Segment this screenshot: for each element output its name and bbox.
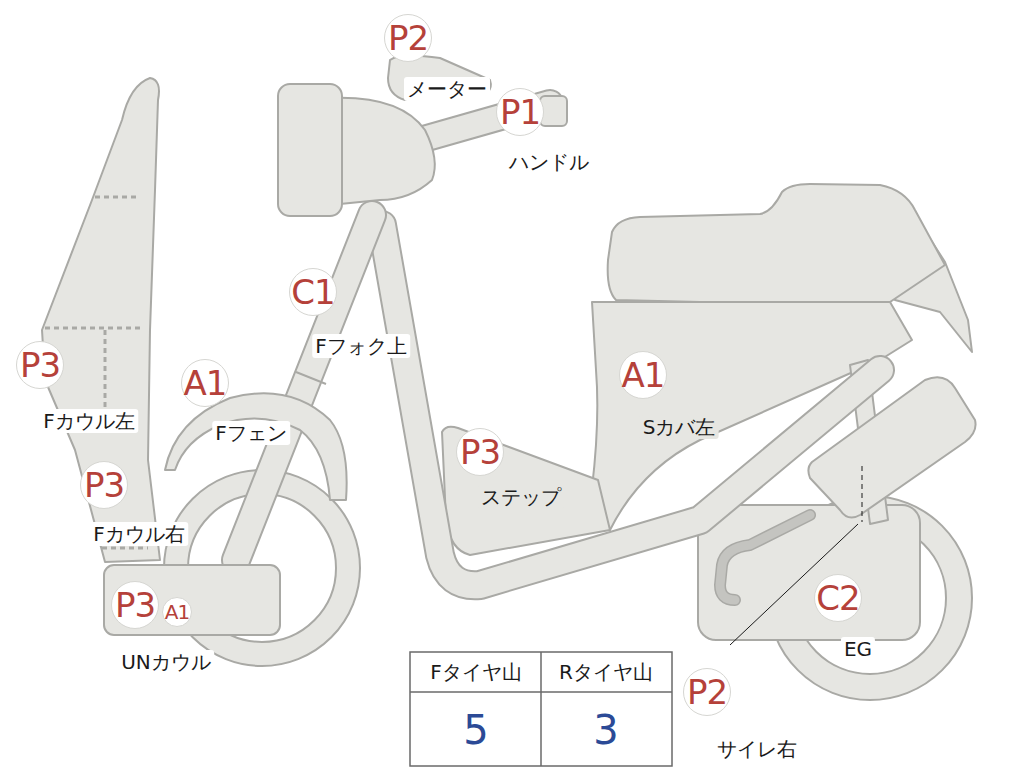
part-label: Fカウル右: [90, 522, 188, 546]
callout-code: P3: [20, 348, 60, 382]
callout-circle: P3Fカウル左: [16, 341, 64, 389]
callout-circle: P2サイレ右: [683, 668, 731, 716]
callout-code: P3: [115, 588, 155, 622]
callout-circle: A1Fフェン: [181, 359, 229, 407]
callout-code: P1: [500, 95, 540, 129]
callout-circle: A1: [162, 597, 192, 627]
callout-circle: P3ステップ: [456, 428, 504, 476]
part-label: サイレ右: [714, 737, 800, 761]
table-value: 5: [463, 706, 488, 754]
callout-circle: C2EG: [814, 574, 862, 622]
callout-code: A1: [184, 366, 227, 400]
callout-circle: C1Fフォク上: [289, 268, 337, 316]
part-label: UNカウル: [118, 650, 214, 674]
callout-code: P3: [84, 468, 124, 502]
callout-code: A1: [165, 602, 189, 622]
callout-code: C1: [291, 275, 334, 309]
callout-circle: P1ハンドル: [496, 88, 544, 136]
callout-code: P3: [460, 435, 500, 469]
part-label: ステップ: [478, 485, 564, 509]
callout-circle: P3UNカウル: [111, 581, 159, 629]
part-label: ハンドル: [506, 150, 592, 174]
callout-code: A1: [622, 358, 665, 392]
part-label: メーター: [404, 77, 490, 101]
table-value: 3: [593, 706, 618, 754]
table-header: Fタイヤ山: [430, 660, 522, 684]
part-label: Fカウル左: [40, 409, 138, 433]
callout-circle: P3Fカウル右: [80, 461, 128, 509]
callout-code: P2: [687, 675, 727, 709]
part-label: Fフェン: [212, 421, 290, 445]
callout-circle: A1Sカバ左: [619, 351, 667, 399]
callout-code: P2: [388, 21, 428, 55]
part-label: EG: [841, 637, 875, 661]
callout-code: C2: [816, 581, 859, 615]
part-label: Sカバ左: [640, 415, 719, 439]
table-header: Rタイヤ山: [559, 660, 653, 684]
callout-circle: P2メーター: [384, 14, 432, 62]
part-label: Fフォク上: [312, 334, 410, 358]
